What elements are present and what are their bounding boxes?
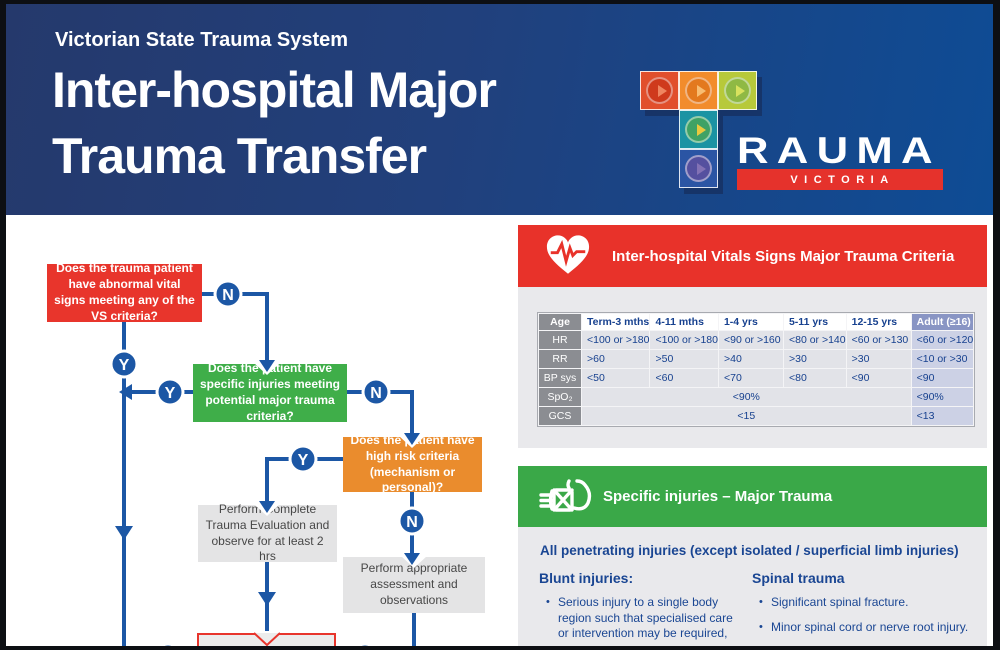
play-circle [724, 77, 751, 104]
blunt-injuries-heading: Blunt injuries: [539, 570, 634, 586]
value-cell: <100 or >180 [650, 331, 718, 349]
span-cell: <90% [582, 388, 911, 406]
injuries-panel-body [518, 527, 987, 650]
bullet-item: • Serious injury to a single body region … [539, 595, 739, 642]
age-column-header: 4-11 mths [650, 314, 718, 330]
adult-value-cell: <90 [911, 369, 974, 387]
adult-column-header: Adult (≥16) [911, 314, 974, 330]
value-cell: >30 [783, 350, 846, 368]
flow-box-label: Perform appropriate assessment and obser… [360, 561, 468, 607]
adult-value-cell: <60 or >120 [911, 331, 974, 349]
value-cell: <60 or >130 [846, 331, 911, 349]
vitals-row: GCS<15<13 [539, 407, 974, 425]
value-cell: <90 or >160 [718, 331, 783, 349]
age-column-header: 5-11 yrs [783, 314, 846, 330]
blunt-injuries-column: Blunt injuries: • Serious injury to a sin… [539, 570, 739, 642]
vitals-row: SpO₂<90%<90% [539, 388, 974, 406]
bullet-item: • Minor spinal cord or nerve root injury. [752, 620, 980, 636]
header-eyebrow: Victorian State Trauma System [55, 29, 349, 51]
bullet-text: Minor spinal cord or nerve root injury. [771, 619, 969, 634]
flow-box-label: Perform Complete Trauma Evaluation and o… [205, 501, 330, 564]
flow-box-label: Does the patient have specific injuries … [199, 361, 341, 423]
spinal-trauma-heading: Spinal trauma [752, 570, 845, 586]
value-cell: <100 or >180 [582, 331, 650, 349]
flow-box-vital-signs-question: Does the trauma patient have abnormal vi… [47, 261, 202, 323]
value-cell: <90 [846, 369, 911, 387]
value-cell: >50 [650, 350, 718, 368]
trauma-logo-wordmark: RAUMA [737, 130, 941, 171]
flow-box-high-risk-question: Does the patient have high risk criteria… [343, 433, 482, 494]
vitals-row: RR>60>50>40>30>30<10 or >30 [539, 350, 974, 368]
flow-box-evaluate-action: Perform Complete Trauma Evaluation and o… [198, 501, 337, 564]
value-cell: <50 [582, 369, 650, 387]
play-circle [685, 155, 712, 182]
age-column-header: Term-3 mths [582, 314, 650, 330]
adult-value-cell: <13 [911, 407, 974, 425]
play-arrow-icon [697, 124, 706, 136]
value-cell: <80 [783, 369, 846, 387]
table-corner-age: Age [539, 314, 581, 330]
row-label: RR [539, 350, 581, 368]
play-arrow-icon [736, 85, 745, 97]
age-column-header: 12-15 yrs [846, 314, 911, 330]
value-cell: >40 [718, 350, 783, 368]
vitals-row: HR<100 or >180<100 or >180<90 or >160<80… [539, 331, 974, 349]
adult-value-cell: <10 or >30 [911, 350, 974, 368]
tile-red [640, 71, 679, 110]
tile-blue [679, 149, 718, 188]
row-label: BP sys [539, 369, 581, 387]
bullet-text: Significant spinal fracture. [771, 595, 909, 609]
spinal-trauma-column: Spinal trauma • Significant spinal fractu… [752, 570, 980, 650]
row-label: SpO₂ [539, 388, 581, 406]
play-arrow-icon [697, 85, 706, 97]
blunt-injuries-list: • Serious injury to a single body region … [539, 595, 739, 642]
page-title-line2: Trauma Transfer [52, 128, 427, 184]
row-label: HR [539, 331, 581, 349]
value-cell: <70 [718, 369, 783, 387]
bullet-dot-icon: • [759, 620, 763, 633]
tile-lime [718, 71, 757, 110]
page-title-line1: Inter-hospital Major [52, 62, 497, 118]
trauma-logo-victoria-banner: VICTORIA [737, 169, 943, 190]
vitals-criteria-title: Inter-hospital Vitals Signs Major Trauma… [612, 247, 955, 265]
value-cell: >30 [846, 350, 911, 368]
broken-arm-icon [538, 477, 596, 521]
tile-teal [679, 110, 718, 149]
play-arrow-icon [697, 163, 706, 175]
bullet-item: • Significant spinal fracture. [752, 595, 980, 611]
value-cell: <60 [650, 369, 718, 387]
play-circle [685, 116, 712, 143]
value-cell: <80 or >140 [783, 331, 846, 349]
frame-border [0, 646, 1000, 650]
flow-box-label: Does the patient have high risk criteria… [350, 432, 475, 495]
value-cell: >60 [582, 350, 650, 368]
trauma-logo-tiles [640, 71, 757, 188]
play-circle [685, 77, 712, 104]
heart-ecg-icon [545, 234, 591, 281]
flow-box-assess-action: Perform appropriate assessment and obser… [343, 557, 485, 613]
row-label: GCS [539, 407, 581, 425]
frame-border [0, 0, 6, 650]
age-column-header: 1-4 yrs [718, 314, 783, 330]
play-arrow-icon [658, 85, 667, 97]
tile-orange [679, 71, 718, 110]
specific-injuries-header: Specific injuries – Major Trauma [518, 466, 987, 527]
flow-box-label: Does the trauma patient have abnormal vi… [54, 261, 195, 323]
frame-border [993, 0, 1000, 650]
bullet-dot-icon: • [546, 596, 550, 608]
penetrating-injuries-intro: All penetrating injuries (except isolate… [540, 543, 959, 558]
bullet-text: Serious injury to a single body region s… [558, 595, 733, 641]
vitals-criteria-header: Inter-hospital Vitals Signs Major Trauma… [518, 225, 987, 287]
play-circle [646, 77, 673, 104]
flow-box-specific-injuries-question: Does the patient have specific injuries … [193, 361, 347, 423]
adult-value-cell: <90% [911, 388, 974, 406]
spinal-trauma-list: • Significant spinal fracture. • Minor spin… [752, 595, 980, 650]
vitals-row: BP sys<50<60<70<80<90<90 [539, 369, 974, 387]
span-cell: <15 [582, 407, 911, 425]
bullet-dot-icon: • [759, 596, 763, 608]
frame-border [0, 0, 1000, 4]
specific-injuries-title: Specific injuries – Major Trauma [603, 488, 833, 505]
